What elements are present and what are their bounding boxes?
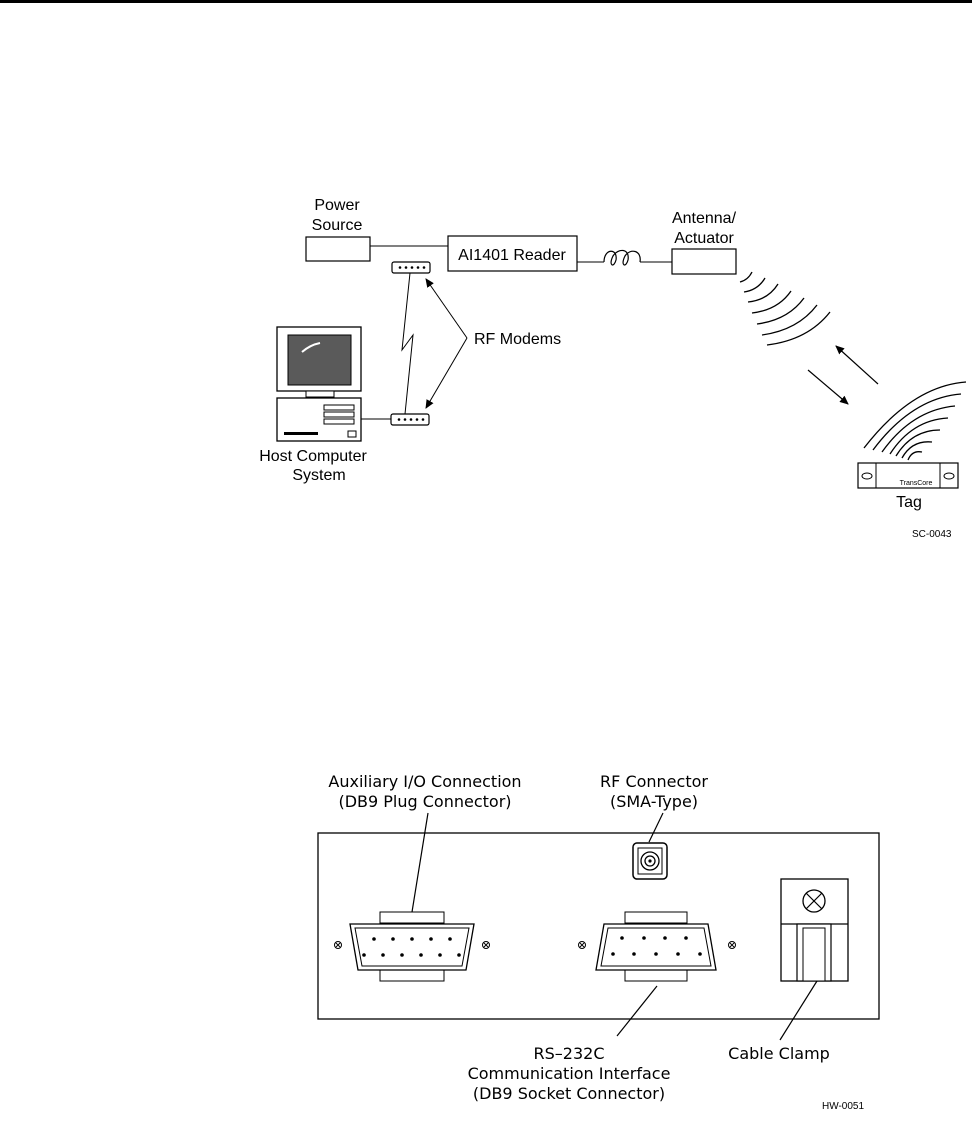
sma-connector [633, 843, 667, 879]
rf-modem-arrow-top [426, 279, 467, 338]
cable-coil [604, 250, 640, 265]
antenna-radio-waves [740, 272, 830, 345]
antenna-box [672, 249, 736, 274]
reader-label: AI1401 Reader [458, 247, 566, 264]
wireless-link [402, 273, 413, 414]
cable-clamp [781, 879, 848, 981]
aux-io-label-line2: (DB9 Plug Connector) [338, 792, 511, 811]
host-label-line2: System [292, 467, 345, 484]
figure-id-hw: HW-0051 [822, 1101, 864, 1112]
rs232-label-line1: RS–232C [534, 1044, 605, 1063]
figure-id-sc: SC-0043 [912, 529, 952, 540]
cable-clamp-label: Cable Clamp [728, 1044, 830, 1063]
rs232-label-line3: (DB9 Socket Connector) [473, 1084, 665, 1103]
tag-device: TransCore [858, 463, 958, 488]
power-source-box [306, 237, 370, 261]
system-diagram: Power Source AI1401 Reader Antenna/ Actu… [259, 197, 966, 540]
rs232-label-line2: Communication Interface [468, 1064, 671, 1083]
host-computer [277, 327, 361, 441]
antenna-label-line2: Actuator [674, 230, 734, 247]
tag-radio-waves [864, 382, 966, 460]
uplink-arrow [836, 346, 878, 384]
rf-modem-arrow-bottom [426, 338, 467, 408]
antenna-label-line1: Antenna/ [672, 210, 737, 227]
tag-brand: TransCore [900, 480, 933, 487]
power-source-label-line2: Source [312, 217, 363, 234]
rf-modems-label: RF Modems [474, 331, 561, 348]
panel-diagram: Auxiliary I/O Connection (DB9 Plug Conne… [318, 772, 879, 1112]
downlink-arrow [808, 370, 848, 404]
power-source-label-line1: Power [314, 197, 360, 214]
aux-io-label-line1: Auxiliary I/O Connection [328, 772, 521, 791]
tag-label: Tag [896, 494, 922, 511]
rf-connector-label-line2: (SMA-Type) [610, 792, 698, 811]
rf-modem-bottom [391, 414, 429, 425]
host-label-line1: Host Computer [259, 448, 367, 465]
rf-modem-top [392, 262, 430, 273]
rf-connector-label-line1: RF Connector [600, 772, 708, 791]
